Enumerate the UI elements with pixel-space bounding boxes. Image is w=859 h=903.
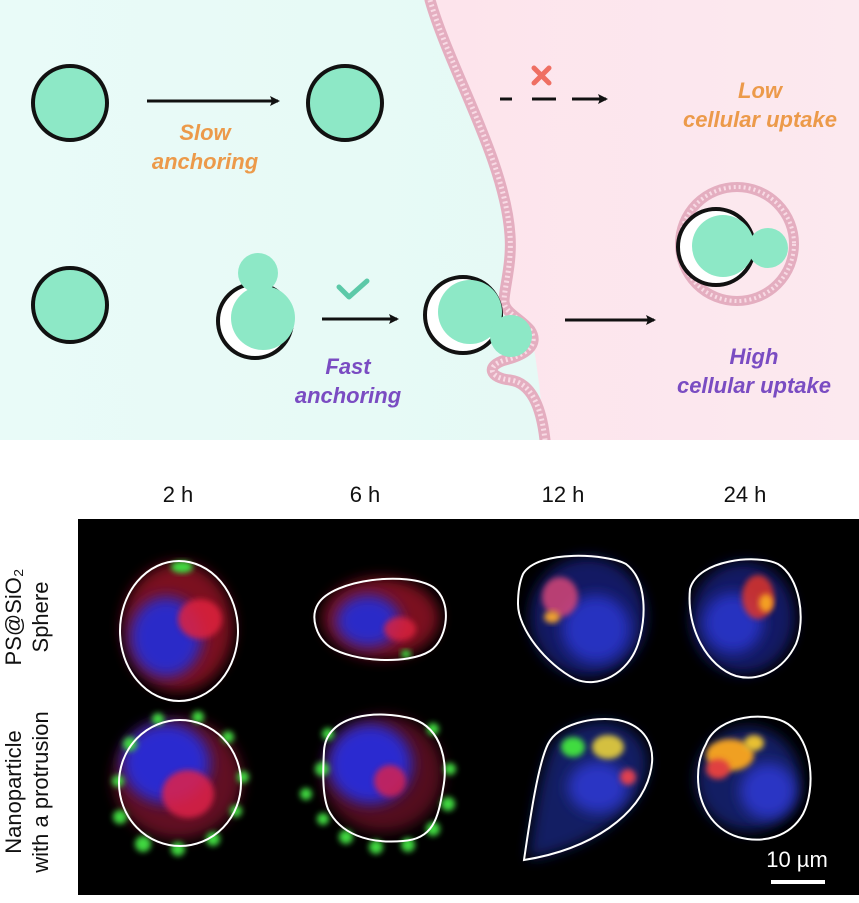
time-label-24h: 24 h — [723, 482, 767, 507]
high-uptake-label: High cellular uptake — [650, 342, 858, 400]
micrograph-grid — [112, 554, 812, 862]
cross-icon — [531, 65, 552, 86]
low-uptake-label: Low cellular uptake — [660, 76, 859, 134]
cell-sphere-24h — [688, 558, 802, 679]
label-line: High — [729, 344, 779, 369]
time-label-12h: 12 h — [541, 482, 585, 507]
cell-sphere-6h — [313, 577, 447, 662]
fast-anchoring-label: Fast anchoring — [268, 352, 428, 410]
label-line: Slow — [179, 120, 231, 145]
row-label-line: Nanoparticle — [1, 730, 26, 854]
protrusion-particle — [216, 253, 295, 360]
cell-protrusion-12h — [522, 718, 654, 862]
label-line: anchoring — [151, 149, 259, 174]
row-label-protrusion: Nanoparticle with a protrusion — [0, 692, 54, 892]
sphere-particle — [306, 64, 384, 142]
micrograph-panel: 10 µm — [78, 519, 859, 895]
slow-anchoring-label: Slow anchoring — [120, 118, 290, 176]
anchored-particle — [423, 275, 532, 357]
time-label-2h: 2 h — [162, 482, 194, 507]
row-label-line: Sphere — [28, 581, 53, 653]
row-label-line: PS@SiO₂ — [1, 568, 26, 666]
row-label-line: with a protrusion — [28, 711, 53, 873]
scale-bar — [771, 880, 825, 884]
scale-bar-label: 10 µm — [766, 847, 828, 872]
cell-protrusion-6h — [300, 713, 456, 854]
row-label-sphere: PS@SiO₂ Sphere — [0, 537, 54, 697]
check-icon — [336, 278, 370, 300]
cell-protrusion-24h — [696, 715, 812, 841]
sphere-particle — [31, 266, 109, 344]
label-line: cellular uptake — [682, 107, 838, 132]
cell-protrusion-2h — [112, 711, 249, 856]
internalized-particle — [675, 182, 799, 306]
intracellular-background — [430, 0, 859, 440]
mechanism-scheme — [0, 0, 859, 440]
time-label-6h: 6 h — [349, 482, 381, 507]
cell-sphere-2h — [119, 560, 239, 702]
label-line: Fast — [325, 354, 371, 379]
cell-sphere-12h — [516, 554, 646, 684]
label-line: Low — [738, 78, 782, 103]
sphere-particle — [31, 64, 109, 142]
label-line: cellular uptake — [676, 373, 832, 398]
label-line: anchoring — [294, 383, 402, 408]
